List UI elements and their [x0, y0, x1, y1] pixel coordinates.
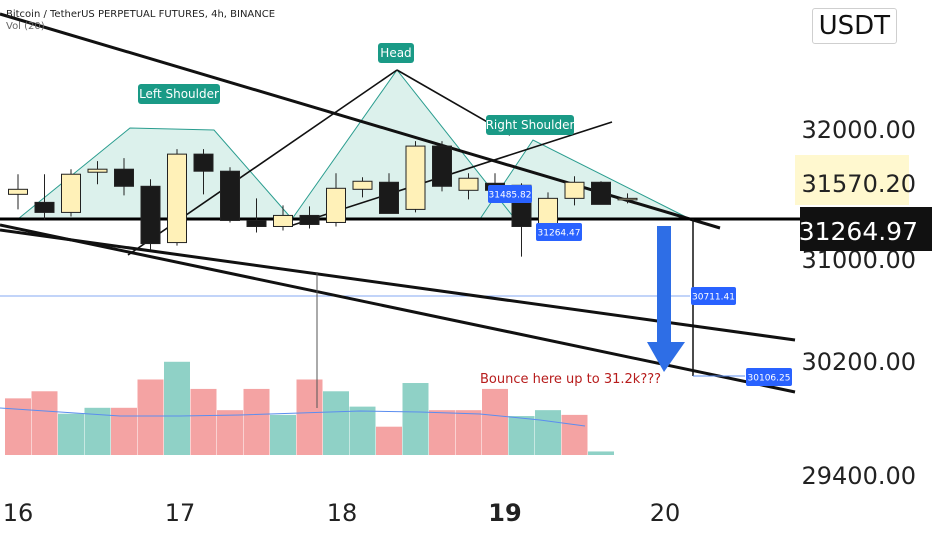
candle-body [458, 177, 479, 191]
price-tag-30106: 30106.25 [748, 374, 791, 384]
volume-ma-line [0, 407, 586, 427]
left-shoulder-label-bg [138, 84, 220, 104]
price-label-29400: 29400.00 [801, 462, 916, 490]
quote-currency-badge: USDT [811, 8, 897, 44]
candle-body [273, 214, 293, 227]
current-price-highlight [795, 155, 909, 205]
candle-body [193, 153, 214, 172]
volume-bar [349, 406, 376, 455]
candle-body [326, 187, 346, 223]
target-arrow-head [647, 342, 685, 372]
volume-bar [561, 414, 588, 455]
volume-bar [455, 410, 482, 455]
head-label: Head [380, 46, 411, 60]
price-tag-31485-bg [488, 185, 532, 203]
volume-bar [376, 426, 402, 455]
price-label-32000: 32000.00 [801, 116, 916, 144]
candle-body [405, 145, 426, 210]
volume-bar [111, 407, 137, 455]
volume-bar [508, 416, 535, 455]
left-shoulder-label: Left Shoulder [139, 87, 219, 101]
line-price-label: 31264.97 [799, 217, 918, 246]
volume-bar [296, 379, 323, 455]
price-tag-30711-bg [691, 287, 736, 305]
head-area [292, 70, 515, 219]
current-price-label: 31570.20 [801, 170, 916, 198]
volume-bar [535, 410, 561, 455]
bounce-annotation: Bounce here up to 31.2k??? [480, 372, 661, 387]
volume-bar [31, 391, 58, 455]
candle-body [114, 168, 134, 187]
candle-body [220, 170, 240, 221]
candle-body [564, 181, 585, 199]
price-label-30200: 30200.00 [801, 348, 916, 376]
volume-bar [588, 451, 614, 455]
candle-body [61, 173, 81, 213]
volume-bar [190, 388, 217, 455]
descending-trend-line-middle [0, 228, 796, 342]
candle-body [352, 180, 373, 190]
right-shoulder-label: Right Shoulder [486, 118, 575, 132]
candle-body [34, 201, 55, 213]
candle-body [167, 153, 187, 244]
left-shoulder-outline [17, 127, 293, 220]
volume-bar [243, 388, 270, 455]
volume-bar [137, 379, 164, 455]
candle-body [299, 214, 320, 225]
line-price-badge [800, 207, 932, 251]
volume-bar [5, 398, 31, 455]
target-arrow-shaft [657, 226, 671, 346]
candle-body [379, 181, 399, 214]
head-label-bg [378, 43, 414, 63]
volume-bar [270, 414, 296, 455]
volume-bar [58, 413, 84, 455]
candle-body [591, 181, 611, 205]
volume-bar [482, 388, 508, 455]
volume-bar [429, 410, 455, 455]
volume-indicator-label: Vol (20) [6, 21, 45, 32]
time-label-20: 20 [650, 499, 681, 527]
price-tag-30106-bg [746, 368, 792, 386]
price-tag-31264-bg [536, 223, 582, 241]
price-tag-31485: 31485.82 [489, 191, 532, 201]
price-tag-30711: 30711.41 [692, 293, 735, 303]
volume-bar [164, 361, 190, 455]
candle-body [8, 188, 28, 195]
candle-body [140, 185, 161, 245]
time-label-17: 17 [165, 499, 196, 527]
candle-body [87, 168, 108, 173]
time-label-18: 18 [327, 499, 358, 527]
right-shoulder-label-bg [486, 115, 574, 135]
volume-bar [323, 391, 349, 455]
volume-bar [217, 410, 243, 455]
volume-bar [402, 383, 429, 455]
candle-body [432, 145, 452, 187]
time-label-19: 19 [488, 499, 521, 527]
candle-body [617, 197, 638, 201]
time-label-16: 16 [3, 499, 34, 527]
descending-trend-line-lower [0, 223, 796, 394]
candle-body [246, 219, 267, 227]
candle-body [538, 197, 558, 226]
price-tag-31264: 31264.47 [538, 229, 581, 239]
volume-bar [84, 407, 111, 455]
chart-title: Bitcoin / TetherUS PERPETUAL FUTURES, 4h… [6, 9, 276, 20]
